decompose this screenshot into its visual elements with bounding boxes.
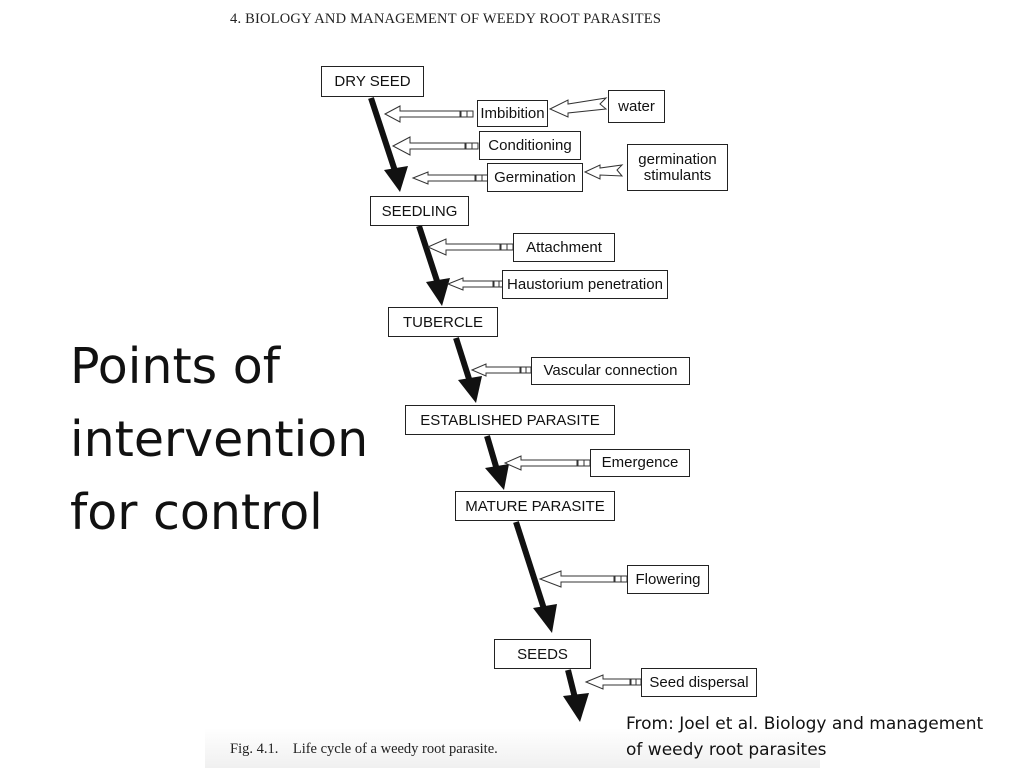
lifecycle-arrows xyxy=(368,97,589,722)
intervention-arrow-emergence xyxy=(503,455,591,471)
input-arrow-water xyxy=(548,97,608,118)
intervention-arrow-attachment xyxy=(426,238,514,256)
slide-title: Points of intervention for control xyxy=(70,330,368,549)
intervention-arrows xyxy=(383,97,642,690)
slide-title-line: intervention xyxy=(70,411,369,468)
arrowhead xyxy=(563,693,589,722)
lifecycle-arrow xyxy=(368,97,399,175)
stage-mature-parasite: MATURE PARASITE xyxy=(455,491,615,521)
stage-seedling: SEEDLING xyxy=(370,196,469,226)
intervention-arrow-seed-dispersal xyxy=(584,674,642,690)
lifecycle-arrow xyxy=(565,669,578,699)
intervention-arrow-haustorium xyxy=(446,277,505,291)
process-seed-dispersal: Seed dispersal xyxy=(641,668,757,697)
lifecycle-arrow xyxy=(513,521,548,613)
source-line: of weedy root parasites xyxy=(626,740,827,760)
stage-established-parasite: ESTABLISHED PARASITE xyxy=(405,405,615,435)
arrowhead xyxy=(426,278,450,306)
process-attachment: Attachment xyxy=(513,233,615,262)
intervention-arrow-germination xyxy=(411,171,489,185)
stage-tubercle: TUBERCLE xyxy=(388,307,498,337)
intervention-arrow-imbibition xyxy=(383,105,474,123)
intervention-arrow-flowering xyxy=(538,570,628,588)
source-citation: From: Joel et al. Biology and management… xyxy=(626,711,983,763)
input-germination-stimulants: germination stimulants xyxy=(627,144,728,191)
arrowhead xyxy=(384,166,408,192)
process-vascular-connection: Vascular connection xyxy=(531,357,690,385)
lifecycle-arrow xyxy=(416,225,441,285)
process-germination: Germination xyxy=(487,163,583,192)
arrowhead xyxy=(533,604,557,633)
process-imbibition: Imbibition xyxy=(477,100,548,127)
intervention-arrow-vascular xyxy=(470,363,532,377)
slide-title-line: for control xyxy=(70,484,323,541)
stage-dry-seed: DRY SEED xyxy=(321,66,424,97)
arrowhead xyxy=(458,376,482,403)
lifecycle-arrow xyxy=(484,435,500,471)
intervention-arrow-conditioning xyxy=(391,136,479,156)
figure-caption: Fig. 4.1. Life cycle of a weedy root par… xyxy=(230,741,498,757)
input-germination-stimulants-label: germination stimulants xyxy=(638,150,717,184)
lifecycle-arrow xyxy=(453,337,473,383)
caption-band xyxy=(205,728,820,768)
input-water: water xyxy=(608,90,665,123)
process-flowering: Flowering xyxy=(627,565,709,594)
stage-seeds: SEEDS xyxy=(494,639,591,669)
figure-header: 4. BIOLOGY AND MANAGEMENT OF WEEDY ROOT … xyxy=(230,11,662,27)
input-arrow-stimulants xyxy=(583,164,624,180)
process-emergence: Emergence xyxy=(590,449,690,477)
arrowhead xyxy=(485,464,509,490)
source-line: From: Joel et al. Biology and management xyxy=(626,714,984,734)
process-haustorium-penetration: Haustorium penetration xyxy=(502,270,668,299)
process-conditioning: Conditioning xyxy=(479,131,581,160)
slide-title-line: Points of xyxy=(70,338,280,395)
